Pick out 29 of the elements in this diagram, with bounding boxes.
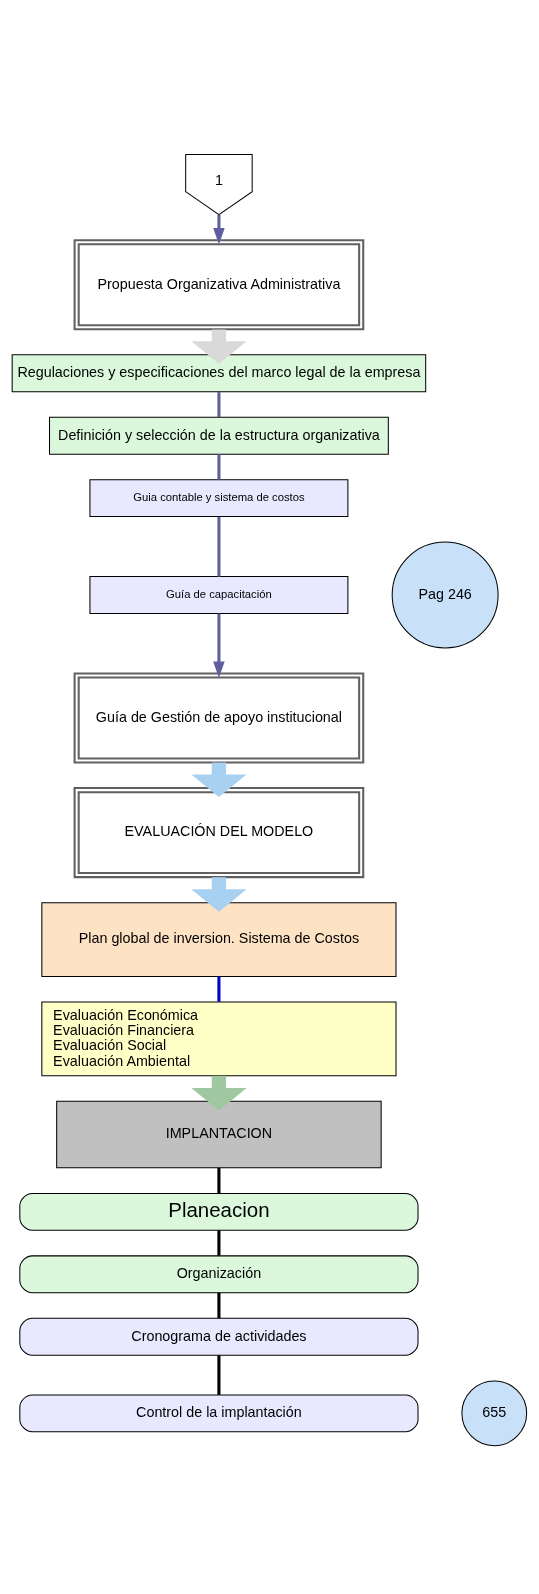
arrow — [191, 329, 247, 364]
node-box: Guía de capacitación — [89, 576, 349, 614]
node-box: Organización — [19, 1255, 419, 1294]
connector — [217, 1292, 221, 1319]
connector — [217, 976, 221, 1002]
node-box: Control de la implantación — [19, 1394, 419, 1433]
node-box: Definición y selección de la estructura organizativa — [49, 416, 389, 455]
arrow — [191, 1075, 247, 1111]
node-box: Cronograma de actividades — [19, 1317, 419, 1356]
connector — [217, 1230, 221, 1256]
node-box: IMPLANTACION — [56, 1100, 382, 1169]
arrow — [213, 613, 225, 678]
node-box: Plan global de inversion. Sistema de Costos — [41, 902, 397, 977]
connector — [217, 1355, 221, 1395]
node-box: Guia contable y sistema de costos — [89, 479, 349, 518]
arrow — [191, 762, 247, 798]
node-circle: Pag 246 — [391, 541, 499, 649]
connector — [217, 454, 221, 480]
node-box: Guía de Gestión de apoyo institucional — [73, 672, 365, 764]
node-box: Regulaciones y especificaciones del marco legal de la empresa — [11, 354, 427, 393]
connector — [217, 1167, 221, 1194]
connector — [217, 517, 221, 577]
connector — [217, 391, 221, 418]
arrow — [191, 877, 247, 912]
node-box: Propuesta Organizativa Administrativa — [73, 239, 365, 331]
node-box: Planeacion — [19, 1192, 419, 1231]
node-box: Evaluación Económica Evaluación Financiera Evaluación Social Evaluación Ambiental — [41, 1001, 397, 1077]
node-box: EVALUACIÓN DEL MODELO — [73, 787, 365, 879]
node-circle: 655 — [461, 1380, 528, 1447]
